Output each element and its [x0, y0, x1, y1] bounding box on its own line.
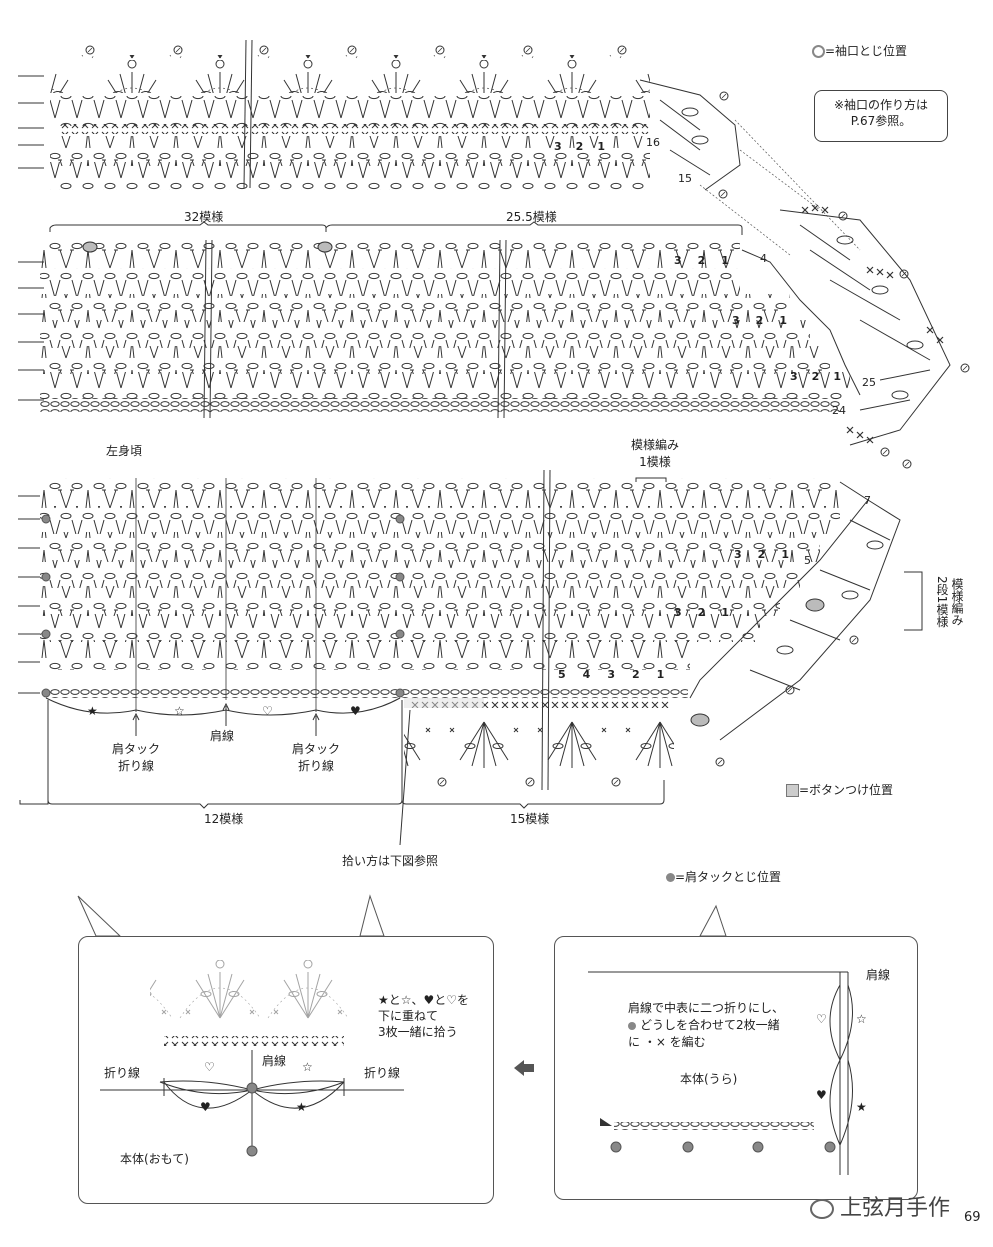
edge-number-7: 7 — [864, 494, 871, 507]
right-heart-outline: ♡ — [816, 1012, 827, 1026]
right-heart-filled: ♥ — [816, 1088, 827, 1102]
top-band — [18, 39, 741, 199]
count-label-15: 15模様 — [510, 812, 550, 826]
row-numbers-c: 321 — [732, 314, 803, 327]
symbol-star-outline: ☆ — [174, 704, 185, 718]
left-fold-label: 折り線 — [104, 1066, 141, 1080]
flow-arrow-icon — [514, 1060, 534, 1076]
edge-number-24: 24 — [832, 404, 846, 417]
row-numbers-d: 321 — [790, 370, 855, 383]
side-label-prefix: 模様編み — [950, 577, 964, 626]
row-numbers-g: 54321 — [558, 668, 682, 681]
square-marker-icon — [786, 784, 799, 797]
dot-icon — [628, 1021, 636, 1030]
right-star-filled: ★ — [856, 1100, 867, 1114]
bottom-scallop — [404, 698, 674, 787]
left-panel-note: ★と☆、♥と♡を 下に重ねて 3枚一緒に拾う — [378, 993, 470, 1039]
right-shoulder-label: 肩線 — [866, 968, 891, 982]
star-filled-mark: ★ — [296, 1100, 307, 1114]
pattern-label: 模様編み 1模様 — [630, 438, 679, 469]
tuck-markers — [19, 697, 665, 846]
sleeve-marker-legend: =袖口とじ位置 — [812, 42, 907, 59]
row-numbers-b: 321 — [674, 254, 745, 267]
count-label-12: 12模様 — [204, 812, 244, 826]
left-body-band — [18, 469, 923, 791]
heart-outline-mark: ♡ — [204, 1060, 215, 1074]
side-label: 2段1模様 模様編み — [932, 576, 966, 627]
symbol-star-filled: ★ — [87, 704, 98, 718]
edge-number-16: 16 — [646, 136, 660, 149]
symbol-heart-filled: ♥ — [350, 704, 361, 718]
side-label-count: 2段1模様 — [935, 576, 949, 628]
left-panel-drawing — [100, 960, 404, 1157]
edge-number-25: 25 — [862, 376, 876, 389]
right-panel-note: 肩線で中表に二つ折りにし、 どうしを合わせて2枚一緒 に ・× を編む — [628, 1001, 785, 1049]
button-marker-legend: =ボタンつけ位置 — [786, 781, 893, 798]
edge-number-15: 15 — [678, 172, 692, 185]
wechat-icon — [810, 1199, 834, 1219]
pickup-note: 拾い方は下図参照 — [342, 854, 439, 868]
heart-filled-mark: ♥ — [200, 1100, 211, 1114]
row-numbers-a: 321 — [554, 140, 619, 153]
watermark: 上弦月手作 — [810, 1190, 950, 1222]
shoulder-tuck-fold-2: 肩タック 折り線 — [291, 742, 340, 773]
part-label-left-body: 左身頃 — [106, 444, 143, 458]
shoulder-tuck-fold-1: 肩タック 折り線 — [111, 742, 160, 773]
symbol-heart-outline: ♡ — [262, 704, 273, 718]
edge-number-4: 4 — [760, 252, 767, 265]
tuck-marker-legend: =肩タックとじ位置 — [666, 868, 781, 885]
edge-number-5: 5 — [804, 554, 811, 567]
body-back-label: 本体(うら) — [680, 1072, 738, 1086]
row-numbers-e: 321 — [734, 548, 805, 561]
left-panel — [78, 936, 494, 1204]
side-triangle — [779, 204, 970, 469]
page-number: 69 — [964, 1210, 981, 1225]
dot-marker-icon — [666, 873, 675, 882]
right-panel-drawing — [588, 971, 853, 1175]
shoulder-line-label: 肩線 — [210, 729, 235, 743]
sleeve-note: ※袖口の作り方は P.67参照。 — [814, 90, 948, 142]
left-shoulder-label: 肩線 — [262, 1054, 287, 1068]
row-numbers-f: 321 — [674, 606, 745, 619]
body-front-label: 本体(おもて) — [120, 1152, 189, 1166]
second-band — [18, 221, 861, 419]
count-label-25-5: 25.5模様 — [506, 210, 557, 224]
right-panel — [554, 936, 918, 1200]
right-star-outline: ☆ — [856, 1012, 867, 1026]
right-fold-label: 折り線 — [364, 1066, 401, 1080]
circle-marker-icon — [812, 45, 825, 58]
star-outline-mark: ☆ — [302, 1060, 313, 1074]
count-label-32: 32模様 — [184, 210, 224, 224]
